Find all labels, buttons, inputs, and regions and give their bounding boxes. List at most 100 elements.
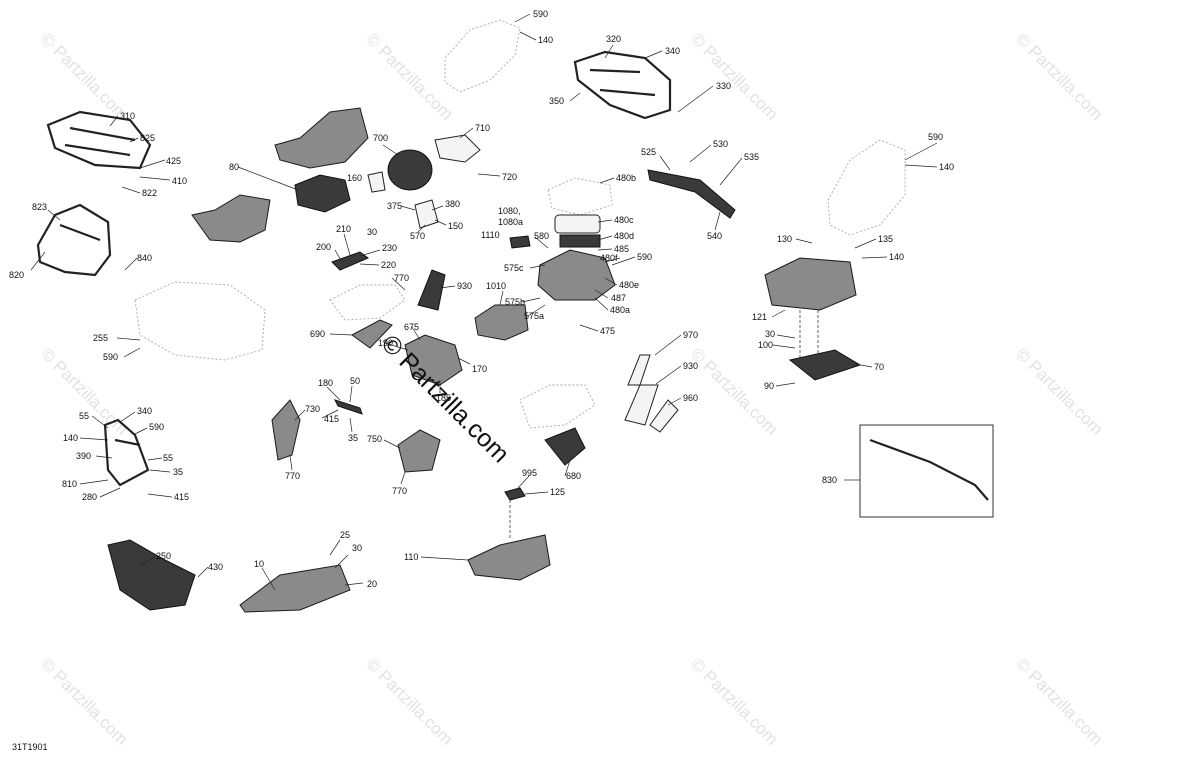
leader-line xyxy=(597,235,613,241)
watermark: © Partzilla.com xyxy=(362,654,456,748)
callout-770: 770 xyxy=(394,273,409,283)
leader-line xyxy=(775,382,796,387)
leader-line xyxy=(854,238,877,249)
leader-line xyxy=(597,219,613,223)
leader-line xyxy=(534,236,549,249)
callout-50: 50 xyxy=(350,376,360,386)
left-fender-body xyxy=(191,194,271,243)
leader-line xyxy=(411,326,421,341)
callout-425: 425 xyxy=(166,156,181,166)
leader-line xyxy=(109,115,119,127)
callout-750: 750 xyxy=(367,434,382,444)
callout-410: 410 xyxy=(172,176,187,186)
inset-box-830 xyxy=(859,424,994,518)
panel-960 xyxy=(649,399,679,433)
leader-line xyxy=(594,297,609,311)
callout-700: 700 xyxy=(373,133,388,143)
leader-line xyxy=(139,176,171,181)
leader-line xyxy=(79,437,109,441)
body-1010 xyxy=(474,304,529,341)
leader-line xyxy=(79,479,109,485)
callout-185: 185 xyxy=(436,393,451,403)
ghost-parts xyxy=(134,19,906,429)
bar-180 xyxy=(334,399,363,415)
leader-line xyxy=(689,144,712,163)
callout-350: 350 xyxy=(549,96,564,106)
callout-55: 55 xyxy=(79,411,89,421)
leader-line xyxy=(655,365,682,385)
leader-line xyxy=(529,264,546,269)
leader-line xyxy=(719,157,743,186)
leader-line xyxy=(654,334,682,356)
leader-line xyxy=(771,309,786,318)
left-footwell-110 xyxy=(467,534,551,581)
callout-30: 30 xyxy=(367,227,377,237)
leader-line xyxy=(359,249,381,257)
callout-140: 140 xyxy=(939,162,954,172)
leader-line xyxy=(343,233,351,256)
leader-line xyxy=(30,251,46,271)
callout-110: 110 xyxy=(404,552,418,562)
callout-125: 125 xyxy=(550,487,565,497)
leader-line xyxy=(524,491,549,495)
callout-150: 150 xyxy=(448,221,463,231)
leader-line xyxy=(904,142,938,161)
callout-930: 930 xyxy=(457,281,472,291)
ghost-side-panel xyxy=(519,384,596,429)
leader-line xyxy=(611,256,636,266)
callout-180: 180 xyxy=(318,378,333,388)
callout-30: 30 xyxy=(352,543,362,553)
callout-140: 140 xyxy=(63,433,78,443)
leader-line xyxy=(99,487,121,498)
callout-822: 822 xyxy=(142,188,157,198)
seat-480d xyxy=(559,234,601,248)
rear-fender-body xyxy=(274,107,369,169)
gauge-cluster xyxy=(387,149,433,191)
leader-line xyxy=(294,409,306,421)
ghost-fender-top xyxy=(444,19,521,93)
callout-840: 840 xyxy=(137,253,152,263)
callout-10: 10 xyxy=(254,559,264,569)
visor xyxy=(434,134,481,163)
leader-line xyxy=(854,363,873,368)
callout-675: 675 xyxy=(404,322,419,332)
callout-720: 720 xyxy=(502,172,517,182)
bracket-1110 xyxy=(509,235,531,249)
callout-1010: 1010 xyxy=(486,281,506,291)
rail-525 xyxy=(647,169,736,219)
leader-line xyxy=(604,257,621,263)
callout-140: 140 xyxy=(889,252,904,262)
callout-540: 540 xyxy=(707,231,722,241)
ghost-rack-top xyxy=(547,177,613,216)
panel-970 xyxy=(627,354,651,386)
skid-plate-10 xyxy=(239,564,351,613)
leader-line xyxy=(400,471,406,485)
leader-line xyxy=(334,249,343,263)
callout-170: 170 xyxy=(472,364,487,374)
callout-575a: 575a xyxy=(524,311,544,321)
leader-line xyxy=(604,277,618,286)
callout-230: 230 xyxy=(382,243,397,253)
leader-line xyxy=(334,554,349,569)
callout-580: 580 xyxy=(534,231,549,241)
callout-375: 375 xyxy=(387,201,402,211)
callout-590: 590 xyxy=(149,422,164,432)
callout-575c: 575c xyxy=(504,263,524,273)
leader-line xyxy=(594,289,609,299)
front-frame-250 xyxy=(107,539,196,611)
bracket-730 xyxy=(271,399,301,461)
callout-770: 770 xyxy=(285,471,300,481)
callout-121: 121 xyxy=(752,312,767,322)
callout-830: 830 xyxy=(822,475,837,485)
leader-line xyxy=(289,454,293,471)
callout-820: 820 xyxy=(9,270,24,280)
leader-line xyxy=(677,85,714,113)
leader-line xyxy=(329,539,341,556)
front-bar-830 xyxy=(869,438,989,501)
ghost-body-left xyxy=(134,281,266,361)
leader-line xyxy=(121,186,141,194)
callout-20: 20 xyxy=(367,579,377,589)
callout-770: 770 xyxy=(392,486,407,496)
callout-35: 35 xyxy=(173,467,183,477)
